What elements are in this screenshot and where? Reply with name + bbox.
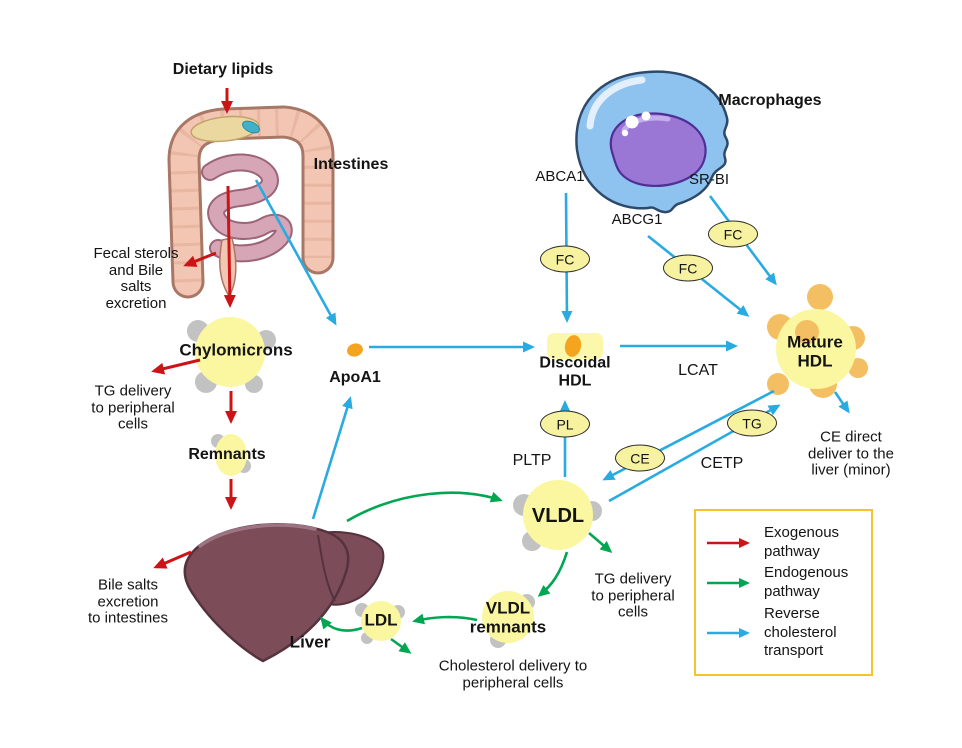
legend-row-endogenous: Endogenous pathway: [706, 564, 869, 602]
legend-row-exogenous: Exogenous pathway: [706, 524, 869, 562]
apoa1-particle: [347, 343, 363, 357]
arrow-intestines-to-chylomicrons: [223, 185, 236, 308]
arrow-vldl-remnants-to-ldl: [412, 613, 478, 625]
particle-body: [195, 317, 265, 387]
abca1-label: ABCA1: [535, 167, 585, 185]
legend-row-reverse: Reverse cholesterol transport: [706, 605, 869, 661]
remnants-particle: [211, 434, 251, 476]
cetp-label: CETP: [700, 455, 744, 473]
arrow-intestines-to-apoa1: [254, 179, 337, 326]
nucleus-highlight: [621, 115, 671, 133]
intestines-label: Intestines: [313, 156, 389, 174]
pl-label: PL: [556, 416, 574, 432]
particle-body: [482, 591, 534, 643]
vldl-remnants-particle: [482, 591, 535, 648]
exogenous-pathway-arrows: [151, 88, 237, 569]
ce-direct-label: CE direct deliver to the liver (minor): [808, 428, 894, 479]
mature-hdl-particle: [767, 284, 868, 398]
gallbladder-shape: [242, 120, 260, 134]
pathway-legend: Exogenous pathway Endogenous pathway Rev…: [694, 509, 873, 676]
small-intestine-coils: [203, 155, 291, 261]
fc-label: FC: [723, 226, 743, 242]
tg-oval: TG: [727, 409, 777, 437]
apo-dot: [564, 335, 582, 357]
chylomicrons-particle: [187, 317, 276, 393]
arrow-vldl-to-tg-delivery: [588, 532, 613, 553]
tg-label: TG: [742, 415, 762, 431]
ce-oval: CE: [615, 444, 665, 472]
ldl-label: LDL: [364, 610, 398, 630]
pancreas-shape: [190, 115, 260, 143]
tg-delivery-vldl-label: TG delivery to peripheral cells: [591, 570, 675, 621]
macrophages-label: Macrophages: [718, 92, 822, 110]
ce-label: CE: [630, 450, 650, 466]
pl-oval: PL: [540, 410, 590, 438]
arrow-liver-to-apoa1: [311, 396, 353, 520]
abcg1-label: ABCG1: [611, 210, 663, 228]
fc-oval-srbi: FC: [708, 220, 758, 248]
arrow-liver-to-bile-salts: [153, 550, 192, 569]
srbi-label: SR-BI: [688, 170, 730, 188]
cholesterol-delivery-label: Cholesterol delivery to peripheral cells: [438, 657, 588, 691]
vldl-label: VLDL: [531, 505, 585, 527]
mature-hdl-label: Mature HDL: [787, 332, 843, 370]
intestines-illustration: [167, 105, 335, 299]
chylomicrons-label: Chylomicrons: [179, 340, 293, 360]
particle-body: [215, 434, 247, 476]
orange-blob: [807, 284, 833, 310]
nucleus-bubble: [625, 115, 639, 129]
arrow-ldl-to-cholesterol-delivery: [390, 637, 412, 654]
nucleus-bubble: [641, 111, 651, 121]
fc-oval-abcg1: FC: [663, 254, 713, 282]
reverse-transport-arrow-icon: [707, 628, 750, 638]
fecal-excretion-label: Fecal sterols and Bile salts excretion: [93, 245, 179, 312]
legend-label-endogenous: Endogenous pathway: [764, 564, 849, 601]
nucleus-bubble: [621, 129, 629, 137]
arrow-vldl-to-vldl-remnants: [537, 551, 569, 597]
discoidal-hdl-label: Discoidal HDL: [539, 354, 611, 389]
liver-lobe-divider: [317, 534, 336, 602]
dietary-lipids-label: Dietary lipids: [172, 61, 274, 79]
fc-label: FC: [678, 260, 698, 276]
arrow-chylomicrons-to-tg-delivery: [151, 358, 201, 375]
liver-label: Liver: [289, 632, 331, 652]
exogenous-arrow-icon: [707, 537, 750, 548]
particle-body: [361, 601, 401, 641]
bile-salts-label: Bile salts excretion to intestines: [87, 576, 169, 627]
legend-label-exogenous: Exogenous pathway: [764, 523, 840, 560]
fc-oval-abca1: FC: [540, 245, 590, 273]
fc-label: FC: [555, 251, 575, 267]
legend-label-reverse: Reverse cholesterol transport: [764, 604, 837, 660]
remnants-label: Remnants: [188, 446, 266, 464]
arrow-liver-to-vldl: [346, 491, 503, 523]
macrophage-highlight: [586, 76, 646, 130]
ldl-particle: [355, 601, 405, 644]
endogenous-arrow-icon: [707, 578, 750, 589]
endogenous-pathway-arrows: [320, 491, 613, 654]
apoa1-label: ApoA1: [329, 369, 381, 387]
macrophage-illustration: [575, 70, 729, 214]
particle-body: [523, 480, 593, 550]
arrow-to-fecal-excretion: [183, 251, 217, 267]
lcat-label: LCAT: [678, 362, 718, 380]
vldl-remnants-label: VLDL remnants: [469, 598, 547, 636]
liver-illustration: [183, 523, 385, 663]
pltp-label: PLTP: [512, 452, 552, 470]
orange-blob-inner: [795, 320, 819, 344]
orange-blob: [767, 373, 789, 395]
arrow-ldl-to-liver: [320, 616, 363, 632]
liver-highlight: [198, 523, 317, 548]
tg-delivery-chylomicrons-label: TG delivery to peripheral cells: [91, 382, 175, 433]
vldl-particle: [513, 480, 602, 551]
arrow-mature-hdl-to-ce-direct: [833, 391, 850, 414]
discoidal-hdl-particle: [547, 333, 603, 359]
